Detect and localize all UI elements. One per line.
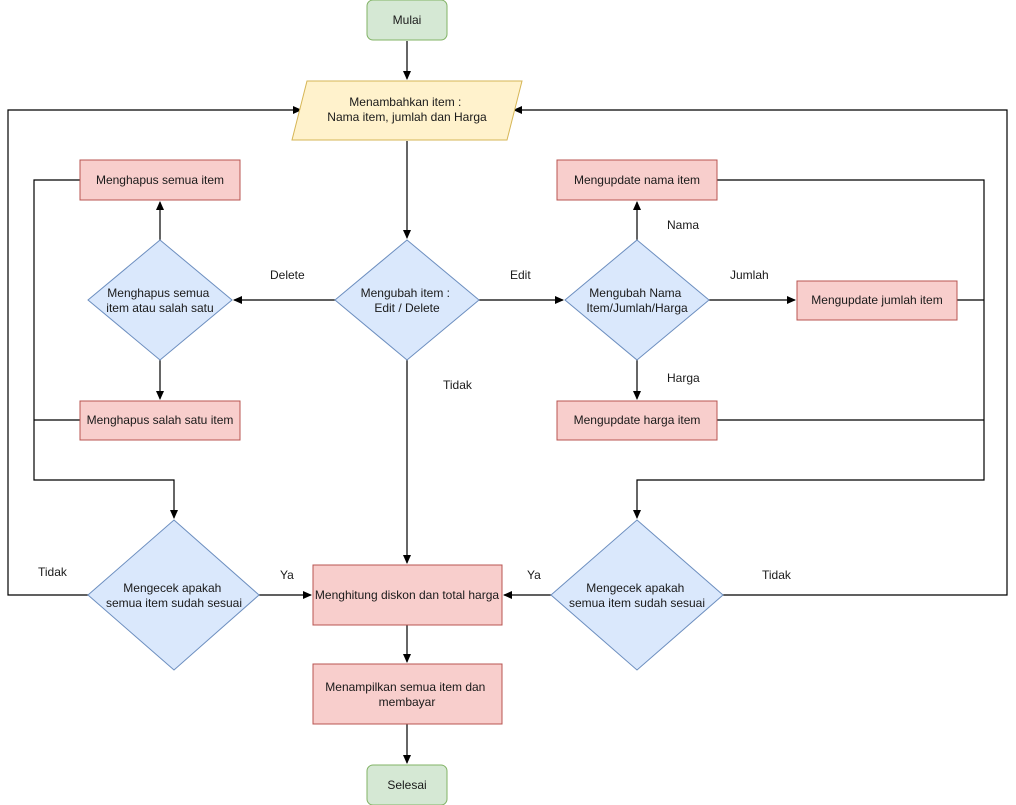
- update-price-process: [556, 400, 718, 441]
- check-right-label: Mengecek apakah semua item sudah sesuai: [569, 581, 705, 610]
- edge-check-right-no: [513, 106, 1008, 596]
- delete-all-label: Menghapus semua item: [96, 173, 224, 187]
- update-name-process: [556, 159, 718, 201]
- edge-label-tidak-left: Tidak: [38, 565, 68, 579]
- delete-one-label: Menghapus salah satu item: [87, 413, 234, 427]
- change-items-decision: [334, 239, 480, 361]
- edit-choice-label: Mengubah Nama Item/Jumlah/Harga: [586, 286, 688, 315]
- update-qty-process: [796, 280, 958, 321]
- update-price-label: Mengupdate harga item: [574, 413, 701, 427]
- edit-choice-decision: [564, 239, 710, 361]
- edge-update-name-to-check-right: [633, 179, 985, 519]
- update-name-label: Mengupdate nama item: [574, 173, 700, 187]
- update-qty-label: Mengupdate jumlah item: [811, 293, 942, 307]
- start-terminal: [366, 0, 448, 41]
- add-items-label: Menambahkan item : Nama item, jumlah dan…: [327, 95, 487, 124]
- display-pay-label: Menampilkan semua item dan membayar: [325, 680, 488, 709]
- edge-check-left-no: [7, 106, 302, 596]
- check-right-decision: [550, 519, 724, 671]
- edge-label-ya-right: Ya: [527, 568, 541, 582]
- delete-choice-decision: [87, 239, 233, 361]
- delete-one-process: [79, 400, 241, 441]
- start-label: Mulai: [393, 13, 422, 27]
- delete-choice-label: Menghapus semua item atau salah satu: [106, 286, 213, 315]
- display-pay-process: [312, 663, 503, 725]
- change-items-label: Mengubah item : Edit / Delete: [361, 286, 454, 315]
- check-left-decision: [87, 519, 260, 671]
- calculate-process: [312, 564, 503, 626]
- edge-delete-all-to-check-left: [33, 179, 178, 519]
- calculate-label: Menghitung diskon dan total harga: [315, 588, 499, 602]
- edge-label-tidak-right: Tidak: [762, 568, 792, 582]
- edge-label-nama: Nama: [667, 218, 699, 232]
- node-labels: Mulai Menambahkan item : Nama item, juml…: [87, 13, 943, 792]
- edge-label-harga: Harga: [667, 371, 700, 385]
- nodes: [79, 0, 958, 805]
- edges: [7, 41, 1008, 764]
- edge-label-ya-left: Ya: [280, 568, 294, 582]
- delete-all-process: [79, 159, 241, 201]
- check-left-label: Mengecek apakah semua item sudah sesuai: [106, 581, 242, 610]
- edge-label-delete: Delete: [270, 268, 305, 282]
- end-terminal: [366, 764, 448, 805]
- end-label: Selesai: [387, 778, 426, 792]
- edge-label-edit: Edit: [510, 268, 531, 282]
- edge-labels: Delete Edit Tidak Nama Jumlah Harga Tida…: [38, 218, 792, 582]
- edge-label-tidak-center: Tidak: [443, 378, 473, 392]
- edge-label-jumlah: Jumlah: [730, 268, 769, 282]
- add-items-input: [291, 80, 523, 141]
